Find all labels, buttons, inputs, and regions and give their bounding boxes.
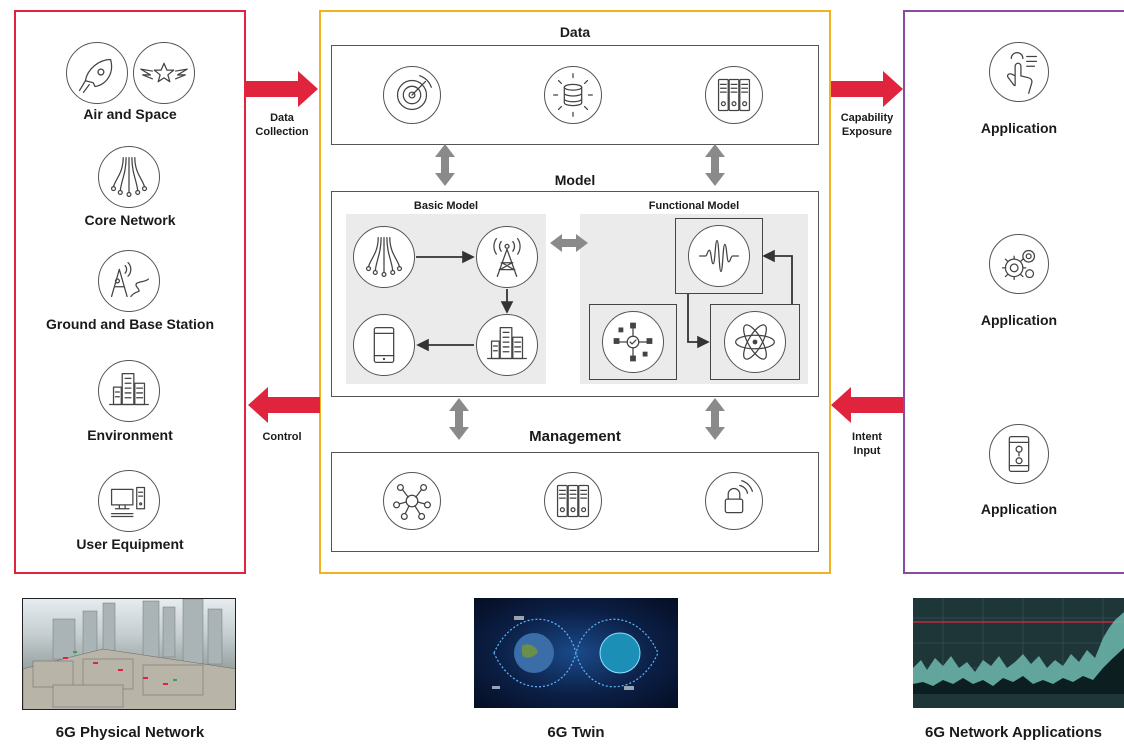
physical-item-label: Ground and Base Station bbox=[45, 316, 214, 332]
gears-icon bbox=[989, 234, 1049, 294]
functional-model-flow-arrows bbox=[687, 249, 793, 349]
hub-nodes-icon bbox=[383, 472, 441, 530]
application-label: Application bbox=[980, 312, 1058, 328]
physical-network-caption: 6G Physical Network bbox=[55, 724, 205, 741]
management-section-title: Management bbox=[529, 428, 621, 445]
servers-icon bbox=[705, 66, 763, 124]
application-label: Application bbox=[980, 501, 1058, 517]
physical-item-label: Air and Space bbox=[83, 106, 177, 122]
twin-internal-arrows bbox=[435, 144, 725, 440]
network-nodes-icon bbox=[602, 311, 664, 373]
data-section bbox=[331, 45, 819, 145]
control-label: Control bbox=[262, 431, 302, 443]
database-icon bbox=[544, 66, 602, 124]
intent-input-label: Intent Input bbox=[852, 431, 882, 457]
physical-network-panel bbox=[14, 10, 246, 574]
radar-icon bbox=[383, 66, 441, 124]
touch-menu-icon bbox=[989, 42, 1049, 102]
physical-item-label: User Equipment bbox=[76, 536, 184, 552]
network-applications-caption: 6G Network Applications bbox=[925, 724, 1102, 741]
basic-model-flow-arrows bbox=[416, 250, 514, 352]
fiber-icon bbox=[353, 226, 415, 288]
model-section bbox=[331, 191, 819, 397]
atom-icon bbox=[724, 311, 786, 373]
model-section-title: Model bbox=[554, 172, 596, 188]
management-section bbox=[331, 452, 819, 552]
application-label: Application bbox=[980, 120, 1058, 136]
desktop-computer-icon bbox=[98, 470, 160, 532]
physical-item-label: Environment bbox=[87, 427, 173, 443]
data-section-title: Data bbox=[559, 24, 591, 40]
fiber-icon bbox=[98, 146, 160, 208]
twin-caption: 6G Twin bbox=[547, 724, 605, 741]
data-collection-label: Data Collection bbox=[255, 112, 309, 138]
smartphone-icon bbox=[353, 314, 415, 376]
twin-panel bbox=[319, 10, 831, 574]
buildings-icon bbox=[476, 314, 538, 376]
antenna-tower-icon bbox=[476, 226, 538, 288]
antenna-road-icon bbox=[98, 250, 160, 312]
physical-network-city-image bbox=[22, 598, 236, 710]
twin-earth-image bbox=[474, 598, 678, 708]
basic-model-title: Basic Model bbox=[413, 200, 479, 212]
rocket-icon bbox=[66, 42, 128, 104]
applications-panel bbox=[903, 10, 1124, 574]
network-applications-chart-image bbox=[913, 598, 1124, 708]
wings-star-icon bbox=[133, 42, 195, 104]
physical-item-label: Core Network bbox=[84, 212, 176, 228]
buildings-icon bbox=[98, 360, 160, 422]
lock-icon bbox=[705, 472, 763, 530]
functional-model-title: Functional Model bbox=[648, 200, 740, 212]
servers-icon bbox=[544, 472, 602, 530]
capability-exposure-label: Capability Exposure bbox=[840, 112, 894, 138]
mobile-location-icon bbox=[989, 424, 1049, 484]
waveform-icon bbox=[688, 225, 750, 287]
